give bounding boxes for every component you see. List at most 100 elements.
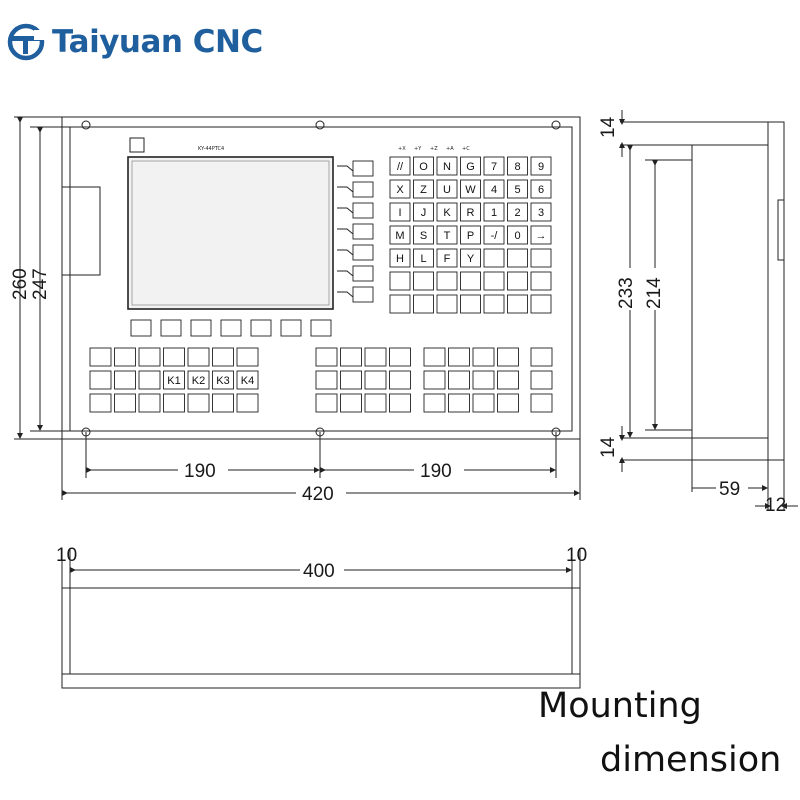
keypad-key: [483, 156, 505, 176]
keypad-key: [530, 225, 552, 245]
dim-inner-height: 247: [30, 268, 51, 300]
soft-key-leader: [337, 228, 354, 235]
brand-logo: Taiyuan CNC: [6, 22, 263, 62]
function-key: [389, 370, 411, 390]
keypad-key: [389, 202, 411, 222]
keypad-key-label: F: [444, 253, 451, 265]
keypad-key-label: 5: [514, 184, 520, 196]
panel-side-notch: [62, 186, 101, 276]
soft-key: [130, 319, 152, 337]
function-key: [448, 347, 470, 367]
jog-key-label: K2: [192, 375, 205, 387]
keypad-key-label: R: [467, 207, 475, 219]
keypad-key-label: T: [444, 230, 451, 242]
function-key: [187, 347, 210, 367]
function-key: [236, 370, 259, 390]
keypad-key: [413, 294, 434, 314]
keypad-key-label: 2: [514, 207, 520, 219]
axis-label: +X: [398, 146, 406, 152]
keypad-key-label: M: [395, 230, 404, 242]
keypad-key-label: Y: [467, 253, 475, 265]
keypad-key-label: →: [536, 230, 547, 242]
keypad-key: [413, 156, 434, 176]
dim-bottom-offset: 14: [598, 436, 619, 458]
lcd-screen-inner: [131, 160, 330, 306]
function-key: [530, 347, 553, 367]
soft-key: [250, 319, 272, 337]
function-key: [89, 347, 112, 367]
front-dimensions: 260 247 190 190 420: [10, 116, 581, 505]
soft-key: [220, 319, 242, 337]
keypad-key: [507, 248, 528, 268]
caption-line2: dimension: [600, 740, 782, 780]
soft-key: [352, 181, 374, 198]
function-key: [340, 370, 362, 390]
function-key: [315, 370, 338, 390]
panel-model-label: KY-44PTC4: [198, 146, 224, 152]
dim-overall-height: 260: [10, 268, 31, 300]
function-key: [389, 347, 411, 367]
keypad-key-label: Z: [420, 184, 427, 196]
keypad-key-label: J: [421, 207, 427, 219]
dim-bezel: 12: [765, 495, 786, 516]
keypad-key: [436, 294, 458, 314]
keypad-key-label: U: [443, 184, 451, 196]
top-view-outline: [61, 587, 581, 689]
keypad-key: [413, 271, 434, 291]
keypad-key: [460, 294, 481, 314]
soft-key: [352, 160, 374, 177]
keypad-key-label: L: [420, 253, 426, 265]
side-view: 14 233 214 14 59 12: [598, 110, 798, 516]
keypad-key-label: N: [443, 161, 451, 173]
soft-key-leader: [337, 165, 354, 172]
keypad-key-label: 1: [491, 207, 497, 219]
function-key: [448, 393, 470, 413]
function-key: [340, 393, 362, 413]
panel-inner-border: [69, 126, 573, 432]
keypad-key-label: K: [443, 207, 451, 219]
side-body: [691, 144, 768, 439]
keypad-key-label: I: [398, 207, 401, 219]
keypad-key-label: 6: [538, 184, 544, 196]
dim-cutout-width: 400: [303, 561, 335, 582]
soft-key: [352, 244, 374, 261]
top-view-body: [69, 587, 573, 675]
function-key: [472, 393, 495, 413]
soft-key: [352, 202, 374, 219]
keypad-key-label: 7: [491, 161, 497, 173]
jog-key-label: K1: [167, 375, 180, 387]
function-key: [497, 393, 519, 413]
soft-key: [280, 319, 302, 337]
function-key: [138, 370, 161, 390]
keypad-key: [483, 225, 505, 245]
dim-side-inner-height: 214: [644, 277, 665, 309]
keypad-key: [483, 202, 505, 222]
keypad-key-label: 8: [514, 161, 520, 173]
function-key: [114, 347, 136, 367]
dim-left-span: 190: [184, 461, 216, 482]
function-key: [187, 370, 210, 390]
panel-outline: [61, 116, 581, 440]
keypad-key-label: -/: [491, 230, 499, 242]
function-key: [138, 393, 161, 413]
keypad-key: [389, 248, 411, 268]
keypad-key: [530, 202, 552, 222]
function-key: [212, 370, 234, 390]
function-key: [138, 347, 161, 367]
keypad-key: [483, 294, 505, 314]
function-key: [364, 393, 387, 413]
brand-name: Taiyuan CNC: [52, 24, 263, 60]
dim-overall-width: 420: [302, 484, 334, 505]
keypad-key-label: X: [396, 184, 404, 196]
keypad-key: [436, 156, 458, 176]
keypad-key: [413, 225, 434, 245]
keypad-key: [436, 225, 458, 245]
keypad-key: [460, 179, 481, 199]
function-key: [364, 370, 387, 390]
soft-keys-right: [337, 160, 374, 303]
side-clip: [777, 199, 785, 261]
function-key: [472, 347, 495, 367]
keypad-key: [389, 294, 411, 314]
keypad-key: [389, 271, 411, 291]
